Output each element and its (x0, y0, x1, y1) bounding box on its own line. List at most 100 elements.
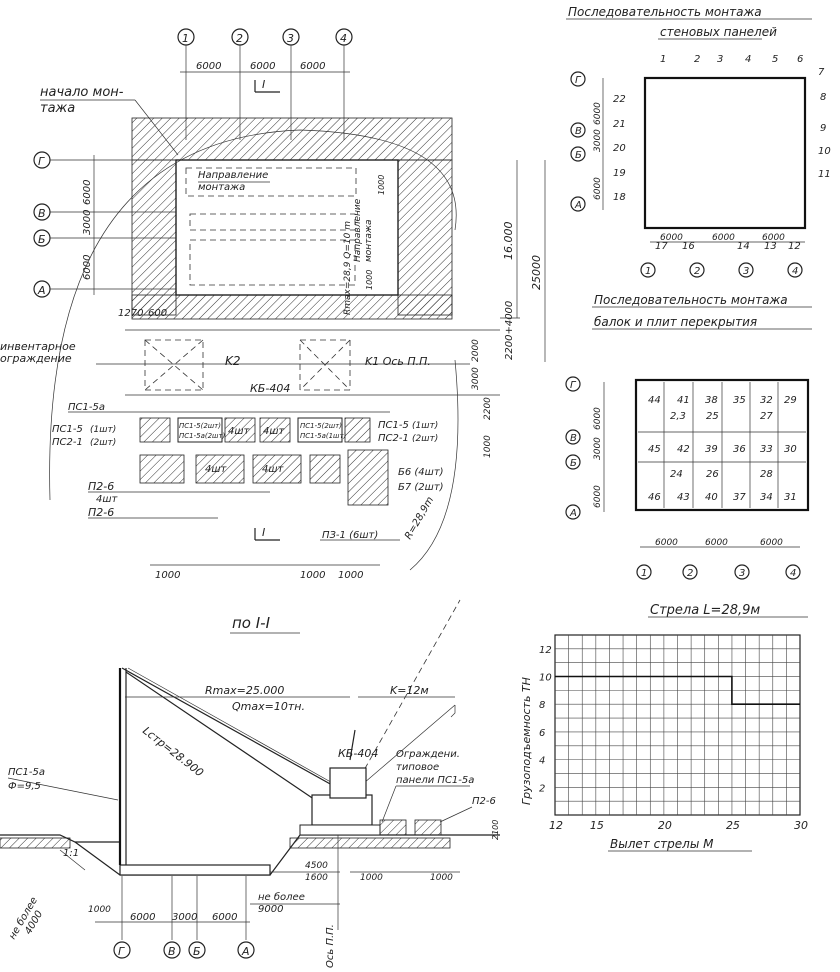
section-not-more-1: не более (258, 891, 305, 903)
wall-title-1: Последовательность монтажа (568, 5, 762, 19)
svg-text:4: 4 (792, 266, 798, 277)
p26b-label: П2-6 (88, 506, 114, 519)
wall-title-2: стеновых панелей (660, 25, 777, 39)
wall-axis-3: 3 (738, 262, 754, 278)
plan-dim-2200: 2200+4000 (504, 301, 515, 360)
svg-text:3: 3 (739, 568, 745, 579)
chart-xlabel: Вылет стрелы М (610, 837, 714, 851)
svg-text:1: 1 (182, 32, 189, 45)
wall-axis-A: А (570, 196, 586, 212)
section-view: по I-I 1:1 Rmax=25.000 Qmax=10тн. Lстр=2… (0, 599, 500, 968)
fence-label-1: инвентарное (0, 340, 76, 353)
svg-text:А: А (241, 945, 250, 958)
svg-text:4: 4 (340, 32, 347, 45)
direction-label-2: монтажа (198, 182, 245, 193)
slab-43: 43 (677, 492, 690, 503)
wall-num-7: 7 (818, 67, 825, 78)
section-dim-2100: 2100 (491, 820, 500, 840)
plan-axis-A: А (33, 280, 51, 298)
section-bottom-dim-1: 6000 (130, 912, 155, 923)
crane-k1-label: K1 Ось П.П. (365, 355, 431, 368)
slab-dim-bottom-3: 6000 (760, 538, 783, 548)
stack-right-b: ПС2-1 (378, 433, 409, 444)
plan-axis-4: 4 (335, 28, 353, 46)
wall-dim-bottom-2: 6000 (712, 233, 735, 243)
plan-dim-left-2: 3000 (82, 210, 93, 235)
crane-k2-label: K2 (225, 354, 241, 368)
section-dim-4500: 4500 (305, 861, 328, 871)
wall-panels-diagram: Последовательность монтажа стеновых пане… (566, 5, 831, 278)
direction-vertical-2: монтажа (364, 219, 374, 262)
section-axis-A: А (237, 941, 255, 959)
slab-26: 26 (706, 469, 719, 480)
direction-vertical-1: Направление (353, 198, 363, 262)
svg-text:Г: Г (38, 155, 45, 168)
wall-num-11: 11 (818, 169, 831, 180)
svg-text:1: 1 (645, 266, 651, 277)
slab-24: 24 (670, 469, 683, 480)
wall-dim-bottom-1: 6000 (660, 233, 683, 243)
chart-x-tick: 12 (549, 819, 563, 832)
section-bottom-dim-3: 6000 (212, 912, 237, 923)
slab-37: 37 (733, 492, 746, 503)
section-p26: П2-6 (472, 796, 496, 807)
section-bottom-dim-2: 3000 (172, 912, 197, 923)
stack-left-a-qty: (1шт) (90, 425, 116, 435)
wall-num-1: 1 (660, 54, 666, 65)
slab-28: 28 (760, 469, 773, 480)
wall-num-4: 4 (745, 54, 751, 65)
slab-42: 42 (677, 444, 690, 455)
slab-dim-left-2: 3000 (593, 437, 603, 460)
slab-32: 32 (760, 395, 773, 406)
plan-dim-left-1: 6000 (82, 180, 93, 205)
chart-y-tick: 2 (539, 783, 545, 794)
svg-text:3: 3 (287, 32, 294, 45)
wall-num-12: 12 (788, 241, 801, 252)
svg-text:Б: Б (193, 945, 201, 958)
wall-num-21: 21 (613, 119, 626, 130)
pz1-label: ПЗ-1 (6шт) (322, 530, 378, 541)
plan-axis-G: Г (33, 151, 51, 169)
slab-40: 40 (705, 492, 718, 503)
wall-axis-G: Г (570, 71, 586, 87)
plan-dim-25000: 25000 (530, 255, 543, 290)
plan-dim-1000c: 1000 (483, 435, 493, 458)
slab-23: 2,3 (670, 411, 686, 422)
site-plan: 1 2 3 4 6000 6000 6000 I начало мон- таж… (0, 28, 546, 581)
r289-label: R=28,9m (403, 495, 436, 542)
qty4d: 4шт (262, 464, 285, 475)
plan-dim-2000: 2000 (471, 339, 481, 362)
crane-type-label: КБ-404 (250, 382, 290, 395)
p26-label: П2-6 (88, 480, 114, 493)
stack-left-b: ПС2-1 (52, 437, 83, 448)
svg-text:4: 4 (790, 568, 796, 579)
section-fence-2: типовое (396, 762, 439, 773)
svg-text:Г: Г (570, 380, 577, 391)
section-mark-bottom: I (262, 526, 265, 539)
svg-text:Б: Б (575, 150, 582, 161)
svg-text:В: В (570, 433, 577, 444)
svg-text:2: 2 (687, 568, 693, 579)
stack-right-a-qty: (1шт) (412, 421, 438, 431)
plan-dim-2200b: 2200 (483, 397, 493, 420)
plan-dim-top-2: 6000 (250, 61, 275, 72)
section-axis-pp: Ось П.П. (325, 924, 336, 968)
slab-45: 45 (648, 444, 661, 455)
chart-y-tick: 10 (539, 673, 552, 684)
svg-text:А: А (37, 284, 46, 297)
svg-text:В: В (168, 945, 176, 958)
slab-axis-V: В (565, 429, 581, 445)
wall-num-13: 13 (764, 241, 777, 252)
wall-num-3: 3 (717, 54, 723, 65)
svg-text:В: В (38, 207, 46, 220)
b6-label: Б6 (4шт) (398, 467, 444, 478)
svg-text:1: 1 (641, 568, 647, 579)
slab-dim-left-3: 6000 (593, 485, 603, 508)
stack-right-a: ПС1-5 (378, 420, 409, 431)
stack-left-b-qty: (2шт) (90, 438, 116, 448)
plan-dim-bottom-2: 1000 (300, 570, 325, 581)
wall-dim-bottom-3: 6000 (762, 233, 785, 243)
plan-axis-V: В (33, 203, 51, 221)
